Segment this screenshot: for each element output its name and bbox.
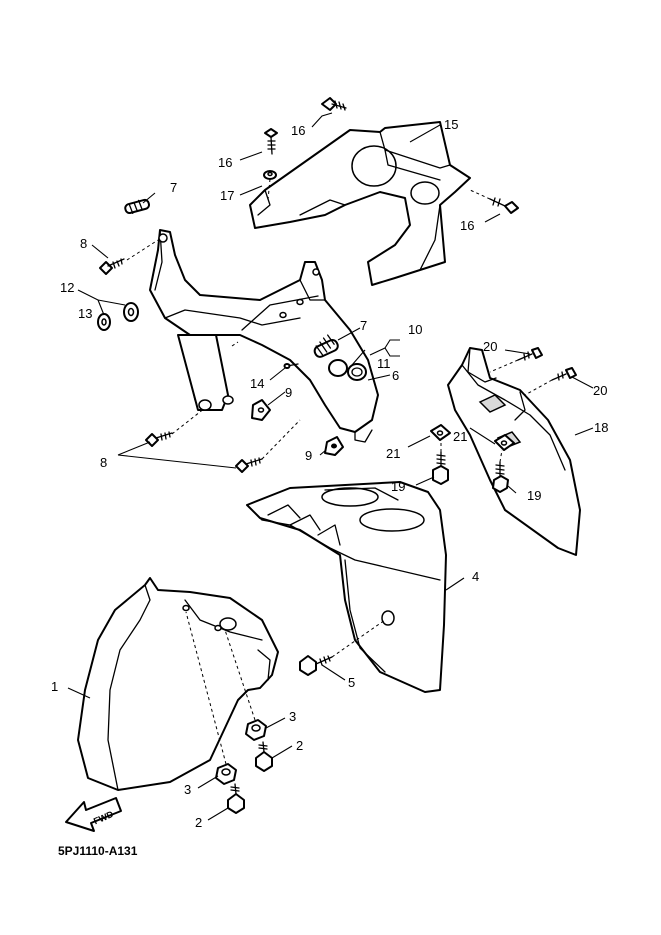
- callout-3-upper: 3: [289, 709, 296, 724]
- screw-8-left: [99, 258, 125, 275]
- callout-12: 12: [60, 280, 74, 295]
- nut-9-lower: [324, 436, 344, 456]
- nut-21-right: [494, 434, 515, 451]
- callout-16-left: 16: [218, 155, 232, 170]
- screw-19-left: [432, 451, 449, 485]
- screw-19-right: [492, 461, 509, 493]
- part-18-side-cover: [447, 347, 581, 556]
- screw-20-left: [517, 347, 543, 361]
- callout-14: 14: [250, 376, 264, 391]
- leader-lines: [67, 112, 594, 821]
- clip-7-center: [313, 334, 339, 358]
- callout-7-top: 7: [170, 180, 177, 195]
- callout-19-left: 19: [391, 479, 405, 494]
- callout-6: 6: [392, 368, 399, 383]
- callout-13: 13: [78, 306, 92, 321]
- collar-3-lower: [215, 763, 237, 785]
- callout-3-lower: 3: [184, 782, 191, 797]
- nut-9-upper: [251, 399, 271, 421]
- callout-2-upper: 2: [296, 738, 303, 753]
- assembly-lines: [126, 178, 553, 765]
- callout-15: 15: [444, 117, 458, 132]
- cap-10: [347, 363, 367, 381]
- callout-16-top: 16: [291, 123, 305, 138]
- callout-5: 5: [348, 675, 355, 690]
- bolt-2-lower: [227, 783, 245, 814]
- callout-19-right: 19: [527, 488, 541, 503]
- bolt-16-right: [489, 197, 519, 214]
- bolt-2-upper: [255, 741, 273, 772]
- nut-21-left: [430, 424, 451, 441]
- callout-8-top: 8: [80, 236, 87, 251]
- part-1-mudguard: [77, 577, 279, 791]
- pin-14: [283, 363, 299, 369]
- collar-3-upper: [245, 719, 267, 741]
- callout-9-upper: 9: [285, 385, 292, 400]
- bolt-16-left: [264, 128, 278, 155]
- grommet-13: [97, 313, 111, 331]
- callout-9-lower: 9: [305, 448, 312, 463]
- fwd-arrow-icon: FWD: [65, 797, 122, 832]
- fasteners: [97, 97, 577, 814]
- callout-labels: 16 16 17 15 16 7 8 12 13 7 10 11 14 6 9 …: [51, 117, 608, 830]
- callout-8-bottom: 8: [100, 455, 107, 470]
- diagram-code: 5PJ1110-A131: [58, 844, 138, 858]
- cap-11: [328, 359, 348, 377]
- callout-21-left: 21: [386, 446, 400, 461]
- callout-7-center: 7: [360, 318, 367, 333]
- bolt-5: [299, 655, 333, 676]
- callout-20-right: 20: [593, 383, 607, 398]
- callout-10: 10: [408, 322, 422, 337]
- callout-21-right: 21: [453, 429, 467, 444]
- bolt-16-top: [321, 97, 347, 111]
- screw-8-lower-left: [145, 431, 173, 447]
- clip-7-top: [124, 198, 150, 215]
- grommet-12: [123, 302, 139, 322]
- callout-17: 17: [220, 188, 234, 203]
- part-15-upper-cover: [249, 121, 471, 286]
- washer-17: [263, 170, 277, 180]
- callout-20-left: 20: [483, 339, 497, 354]
- screw-20-right: [551, 367, 577, 381]
- callout-1: 1: [51, 679, 58, 694]
- callout-4: 4: [472, 569, 479, 584]
- part-6-center-panel: [149, 229, 379, 443]
- callout-11: 11: [377, 356, 391, 371]
- callout-18: 18: [594, 420, 608, 435]
- callout-16-right: 16: [460, 218, 474, 233]
- part-4-inner-fender: [246, 481, 447, 693]
- screw-8-lower-right: [235, 457, 263, 473]
- callout-2-lower: 2: [195, 815, 202, 830]
